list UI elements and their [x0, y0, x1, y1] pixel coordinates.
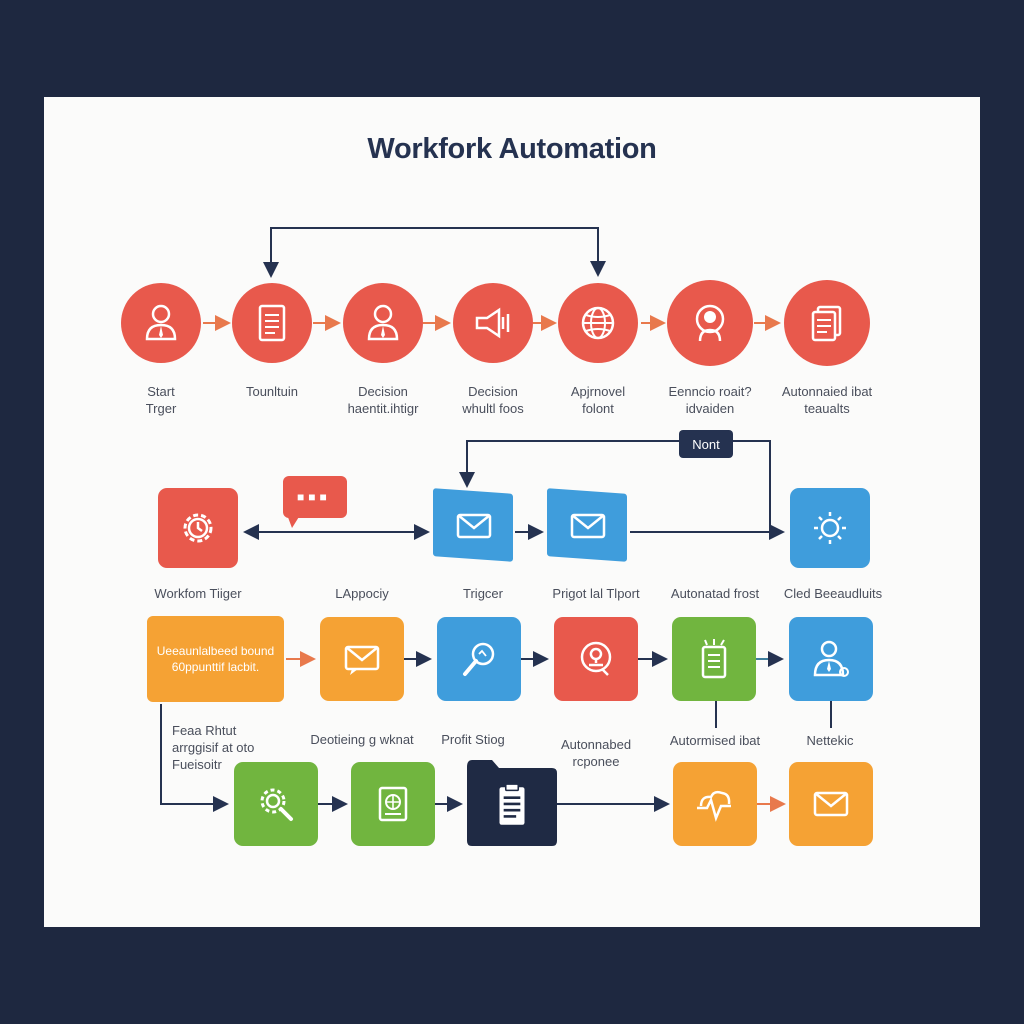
gear-search-node[interactable]: [234, 762, 318, 846]
certificate-icon: [378, 786, 408, 822]
final-envelope-node[interactable]: [789, 762, 873, 846]
chat-bubble[interactable]: [283, 476, 347, 518]
row1-label-3: Decision haentit.ihtigr: [347, 384, 419, 416]
automated-ibat-node[interactable]: [672, 617, 756, 701]
diagram-title: Workfork Automation: [367, 133, 657, 165]
side-label: Feaa Rhtut arrggisif at oto Fueisoitr: [172, 723, 255, 772]
automated-response-node[interactable]: [554, 617, 638, 701]
cloud-pulse-node[interactable]: [673, 762, 757, 846]
headset-person-icon: [695, 304, 725, 342]
network-node[interactable]: [789, 617, 873, 701]
gear-clock-icon: [183, 513, 213, 543]
envelope-icon: [570, 513, 606, 539]
envelope-icon: [344, 645, 380, 675]
row2-label-1: Workfom Tiiger: [154, 586, 242, 601]
input-box[interactable]: Ueeaunlalbeed bound 60ppunttif lacbit.: [147, 616, 284, 702]
gear-search-icon: [260, 788, 293, 821]
globe-icon: [581, 306, 615, 340]
document-node[interactable]: [232, 283, 312, 363]
row3-label-2: Profit Stiog: [441, 732, 505, 747]
search-icon: [463, 642, 495, 676]
decision-envelope-node[interactable]: [320, 617, 404, 701]
row3-label-1: Deotieing g wknat: [310, 732, 414, 747]
folder-document-icon: [499, 782, 525, 825]
automated-result-node[interactable]: [784, 280, 870, 366]
row2-label-6: Cled Beeaudluits: [783, 586, 883, 601]
row3-label-4: Autormised ibat: [669, 733, 761, 748]
report-envelope-node[interactable]: [547, 488, 629, 562]
row1-label-4: Decision whultl foos: [462, 384, 524, 416]
row1-label-5: Apjrnovel folont: [570, 384, 626, 416]
person-icon: [145, 304, 177, 341]
row2-label-3: Trigcer: [463, 586, 503, 601]
row1-label-6: Eenncio roait? idvaiden: [668, 384, 752, 416]
megaphone-icon: [475, 307, 510, 339]
row3-label-3: Autonnabed rcponee: [560, 737, 632, 769]
chat-bubble-tail: [286, 512, 302, 528]
row2-label-2: LAppociy: [335, 586, 389, 601]
decision-node-2[interactable]: [453, 283, 533, 363]
decision-node-1[interactable]: [343, 283, 423, 363]
workflow-trigger-node[interactable]: [158, 488, 238, 568]
approval-node[interactable]: [558, 283, 638, 363]
row2-label-5: Autonatad frost: [670, 586, 760, 601]
escalation-node[interactable]: [667, 280, 753, 366]
envelope-icon: [813, 791, 849, 817]
row1-label-1: Start Trger: [145, 384, 177, 416]
clipboard-icon: [701, 639, 727, 679]
person-icon: [813, 640, 849, 677]
folder-document-node[interactable]: [467, 755, 557, 846]
row3-label-5: Nettekic: [806, 733, 854, 748]
envelope-icon: [456, 513, 492, 539]
note-tag: Nont: [679, 430, 733, 458]
document-icon: [258, 304, 286, 342]
location-pin-icon: [580, 641, 612, 676]
documents-icon: [811, 305, 842, 342]
cloud-results-node[interactable]: [790, 488, 870, 568]
chat-icon: ■■■: [297, 490, 331, 504]
idea-icon: [814, 512, 846, 544]
row1-label-7: Autonnaied ibat teaualts: [781, 384, 873, 416]
trigger-envelope-node[interactable]: [433, 488, 515, 562]
row1-label-2: Tounltuin: [245, 384, 299, 399]
profit-search-node[interactable]: [437, 617, 521, 701]
person-icon: [367, 304, 399, 341]
cloud-pulse-icon: [697, 790, 731, 822]
row2-label-4: Prigot lal Tlport: [552, 586, 640, 601]
certificate-node[interactable]: [351, 762, 435, 846]
start-trigger-node[interactable]: [121, 283, 201, 363]
